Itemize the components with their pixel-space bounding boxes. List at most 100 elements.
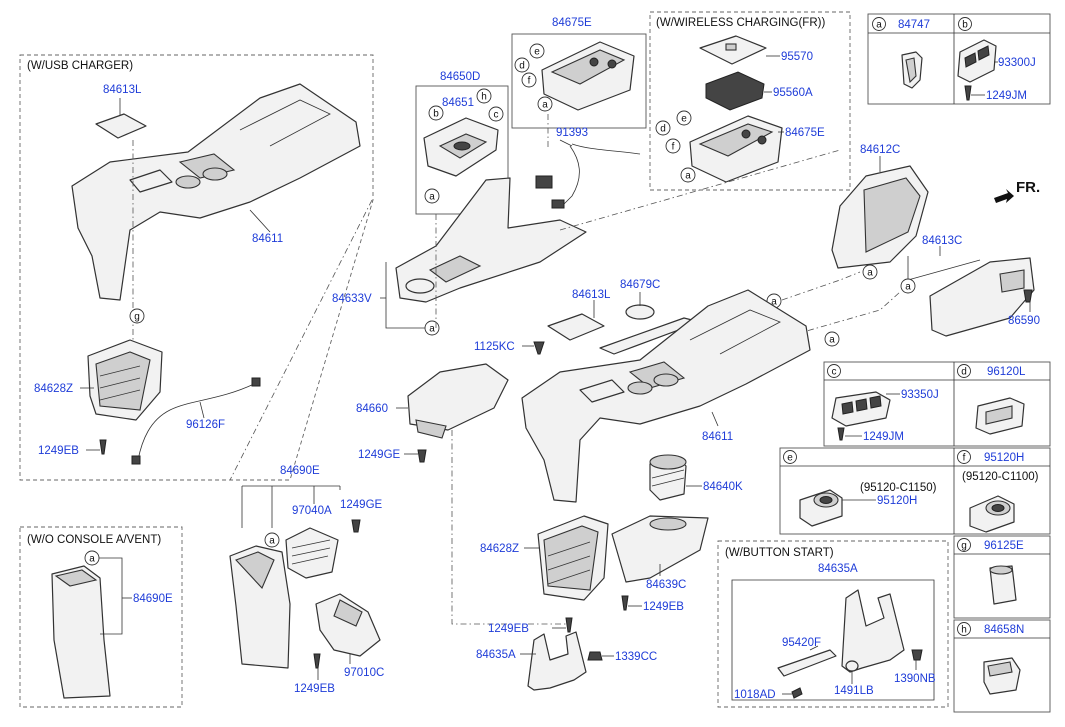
callout-c-legend: c <box>827 364 841 378</box>
part-1249GE-a: 1249GE <box>358 449 401 461</box>
part-95560A: 95560A <box>773 87 813 99</box>
callout-d-wireless: d <box>655 120 671 136</box>
svg-text:a: a <box>429 324 435 335</box>
svg-text:e: e <box>534 47 540 58</box>
switch-93300J-drawing <box>957 39 997 83</box>
svg-text:f: f <box>963 453 966 464</box>
module-95560A-drawing <box>705 71 765 111</box>
tray-84639C-drawing <box>611 515 709 583</box>
front-direction-arrow <box>994 189 1014 203</box>
screw-1125KC <box>533 341 545 355</box>
screw-1249EB-b <box>621 595 629 611</box>
tray-84675E-b-drawing <box>689 115 783 183</box>
part-84613L-a: 84613L <box>103 84 142 96</box>
pad-84613L-a-drawing <box>95 113 147 139</box>
part-84640K: 84640K <box>703 481 743 493</box>
no-vent-group-frame <box>19 526 183 708</box>
clip-86590 <box>1023 289 1033 303</box>
screw-1249EB-a <box>99 439 107 455</box>
callout-b-legend: b <box>958 17 972 31</box>
svg-text:f: f <box>672 142 675 153</box>
pad-84613L-b-drawing <box>547 313 605 341</box>
bracket-84635A-a-drawing <box>527 631 587 691</box>
tray-84675E-a-drawing <box>541 41 635 111</box>
part-84612C: 84612C <box>860 144 900 156</box>
part-1249EB-c: 1249EB <box>488 623 529 635</box>
panel-84613C-drawing <box>929 257 1035 337</box>
svg-text:c: c <box>494 110 499 121</box>
svg-text:a: a <box>542 100 548 111</box>
part-96125E: 96125E <box>984 540 1024 552</box>
usb-96120L-drawing <box>975 397 1025 435</box>
part-84639C: 84639C <box>646 579 686 591</box>
cupholder-84640K-drawing <box>649 454 687 501</box>
callout-h-legend: h <box>957 622 971 636</box>
part-1249GE-b: 1249GE <box>340 499 383 511</box>
button-start-group-label: (W/BUTTON START) <box>725 547 834 559</box>
switch-93350J-drawing <box>831 391 891 427</box>
cable-96126F-drawing <box>131 377 261 465</box>
socket-95120H-e-drawing <box>799 489 843 527</box>
cover-84690E-b-drawing <box>51 565 111 699</box>
svg-text:d: d <box>961 367 967 378</box>
part-84747: 84747 <box>898 19 930 31</box>
callout-f-wireless: f <box>665 138 681 154</box>
wireless-group-frame <box>649 11 851 191</box>
part-84635A-a: 84635A <box>476 649 516 661</box>
svg-text:a: a <box>829 335 835 346</box>
no-vent-group-label: (W/O CONSOLE A/VENT) <box>27 534 161 546</box>
clip-84747-drawing <box>901 51 923 89</box>
part-84690E-a: 84690E <box>280 465 320 477</box>
part-84628Z-b: 84628Z <box>480 543 519 555</box>
part-84635A-b: 84635A <box>818 563 858 575</box>
svg-text:a: a <box>429 192 435 203</box>
svg-text:b: b <box>433 109 439 120</box>
assembly-line <box>781 271 861 301</box>
usb-charger-group-frame <box>19 54 374 481</box>
bracket-84628Z-a-drawing <box>87 339 163 421</box>
part-1125KC: 1125KC <box>474 341 515 353</box>
usb-charger-group-label: (W/USB CHARGER) <box>27 60 133 72</box>
part-1249EB-b: 1249EB <box>643 601 684 613</box>
nut-1390NB <box>911 649 923 661</box>
part-1249JM-b: 1249JM <box>863 431 904 443</box>
svg-text:c: c <box>832 367 837 378</box>
part-93300J: 93300J <box>998 57 1036 69</box>
part-97040A: 97040A <box>292 505 332 517</box>
part-95120H-e: 95120H <box>877 495 917 507</box>
assembly-line <box>229 199 373 481</box>
callout-g-usb: g <box>129 308 145 324</box>
part-96120L: 96120L <box>987 366 1026 378</box>
duct-97010C-drawing <box>315 593 381 657</box>
svg-text:d: d <box>660 124 666 135</box>
console-84611-b-drawing <box>521 289 811 503</box>
note-95120-C1100: (95120-C1100) <box>962 471 1039 483</box>
part-84611-b: 84611 <box>702 431 733 443</box>
svg-text:a: a <box>876 20 882 31</box>
part-97010C: 97010C <box>344 667 384 679</box>
front-label: FR. <box>1016 179 1040 196</box>
legend-table-cdefgh <box>779 361 1051 713</box>
callout-a-top: a <box>537 96 553 112</box>
bracket-84635A-b-drawing <box>841 589 905 673</box>
bracket-84628Z-b-drawing <box>537 515 609 601</box>
part-91393: 91393 <box>556 127 588 139</box>
console-84611-a-drawing <box>71 83 361 301</box>
callout-a-wireless: a <box>680 167 696 183</box>
armrest-84660-drawing <box>407 363 509 439</box>
part-84633V: 84633V <box>332 293 372 305</box>
panel-84651-drawing <box>423 117 499 177</box>
clip-1491LB <box>845 660 859 672</box>
part-84650D: 84650D <box>440 71 480 83</box>
cover-84690E-a-drawing <box>229 545 291 669</box>
callout-a-84633V: a <box>424 320 440 336</box>
part-84660: 84660 <box>356 403 388 415</box>
part-84658N: 84658N <box>984 624 1024 636</box>
callout-f-legend: f <box>957 450 971 464</box>
screw-1249JM-a <box>964 85 972 101</box>
part-1018AD: 1018AD <box>734 689 776 701</box>
callout-a-legend: a <box>872 17 886 31</box>
callout-a-84612C: a <box>862 264 878 280</box>
part-84628Z-a: 84628Z <box>34 383 73 395</box>
